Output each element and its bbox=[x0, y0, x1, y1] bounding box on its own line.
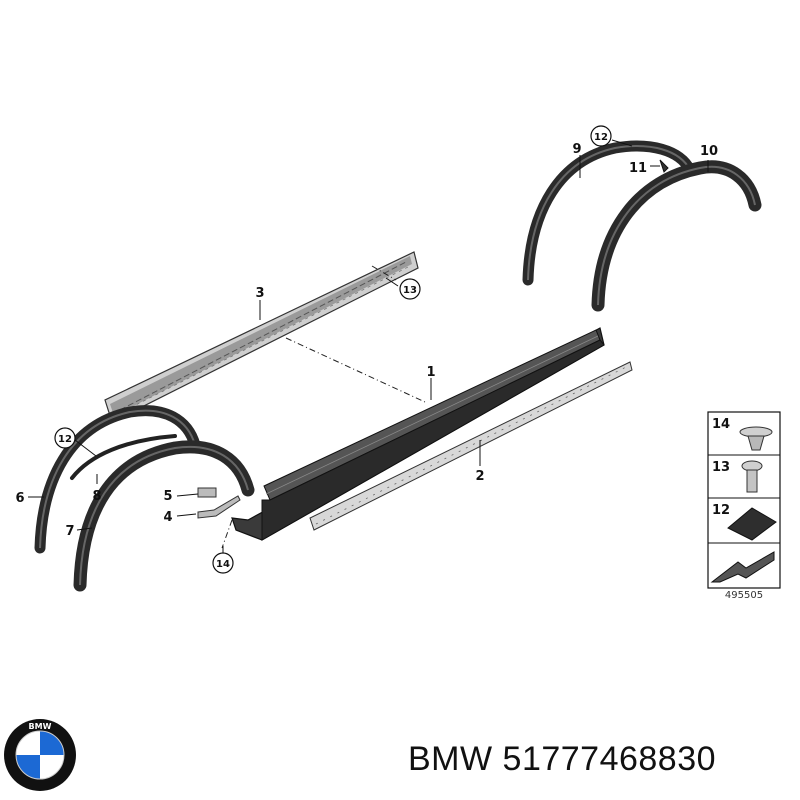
callout-10: 10 bbox=[700, 144, 718, 159]
callout-12-front: 12 bbox=[58, 434, 72, 445]
callout-2: 2 bbox=[475, 469, 484, 484]
callout-numbers: 1 2 3 4 5 6 7 8 9 10 11 bbox=[15, 142, 718, 539]
adhesive-pad-icon bbox=[727, 507, 777, 541]
bmw-logo-lettering: BMW bbox=[29, 722, 52, 731]
part-3-reinforcement-strip bbox=[104, 251, 419, 423]
arrow-icon bbox=[710, 551, 775, 583]
callout-9: 9 bbox=[572, 142, 581, 157]
callout-14: 14 bbox=[216, 559, 230, 570]
legend-number-12: 12 bbox=[712, 503, 730, 518]
part-6-wheel-arch-trim bbox=[34, 405, 201, 554]
part-10-wheel-arch-trim bbox=[591, 160, 762, 312]
part-5-bracket bbox=[197, 487, 217, 498]
circled-callouts: 12 12 13 14 bbox=[54, 125, 612, 574]
callout-3: 3 bbox=[255, 286, 264, 301]
leader-lines bbox=[28, 139, 709, 558]
legend-number-13: 13 bbox=[712, 460, 730, 475]
part-9-wheel-arch-trim bbox=[522, 140, 696, 286]
legend-number-14: 14 bbox=[712, 417, 730, 432]
part-8-seal-strip bbox=[70, 434, 177, 480]
part-7-wheel-arch-trim bbox=[73, 440, 255, 592]
part-11-clip bbox=[659, 159, 669, 173]
callout-1: 1 bbox=[426, 365, 435, 380]
screw-icon bbox=[741, 460, 763, 493]
bmw-logo: BMW bbox=[4, 719, 76, 791]
fastener-legend: 14 13 12 495505 bbox=[707, 411, 781, 601]
diagram-reference-number: 495505 bbox=[725, 590, 763, 601]
push-rivet-icon bbox=[739, 426, 773, 451]
part-2-trim-strip bbox=[309, 361, 633, 531]
callout-12-rear: 12 bbox=[594, 132, 608, 143]
callout-13: 13 bbox=[403, 285, 417, 296]
callout-6: 6 bbox=[15, 491, 24, 506]
callout-8: 8 bbox=[92, 489, 101, 504]
assembly-lines bbox=[221, 265, 426, 549]
callout-5: 5 bbox=[163, 489, 172, 504]
callout-7: 7 bbox=[65, 524, 74, 539]
callout-11: 11 bbox=[629, 161, 647, 176]
part-4-bracket bbox=[197, 495, 241, 519]
part-caption: BMW 51777468830 bbox=[408, 740, 717, 778]
part-1-side-sill bbox=[231, 327, 605, 541]
callout-4: 4 bbox=[163, 510, 172, 525]
